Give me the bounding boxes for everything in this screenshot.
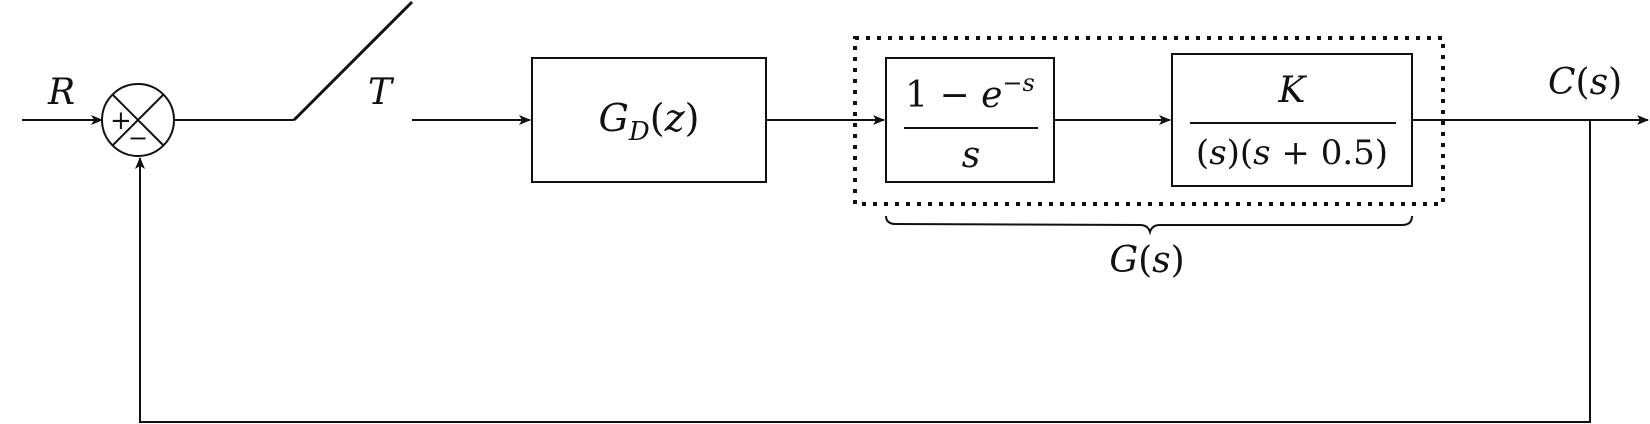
- output-label: C(s): [1548, 62, 1622, 103]
- summing-junction: + −: [101, 83, 175, 157]
- plant-denominator: (s)(s + 0.5): [1196, 133, 1388, 173]
- controller-label: GD(z): [599, 96, 700, 147]
- zoh-denominator: s: [962, 135, 980, 176]
- plant-numerator: K: [1278, 70, 1308, 111]
- controller-block: [531, 57, 767, 183]
- input-label: R: [47, 72, 75, 113]
- feedback-wire: [135, 120, 1591, 423]
- minus-sign: −: [128, 124, 148, 152]
- sampler-switch: [292, 0, 414, 122]
- plant-group-brace: [885, 215, 1413, 236]
- plus-sign: +: [110, 106, 132, 136]
- plant-block: [1171, 53, 1413, 187]
- sampler-label: T: [368, 72, 395, 113]
- plant-group-label: G(s): [1109, 240, 1184, 281]
